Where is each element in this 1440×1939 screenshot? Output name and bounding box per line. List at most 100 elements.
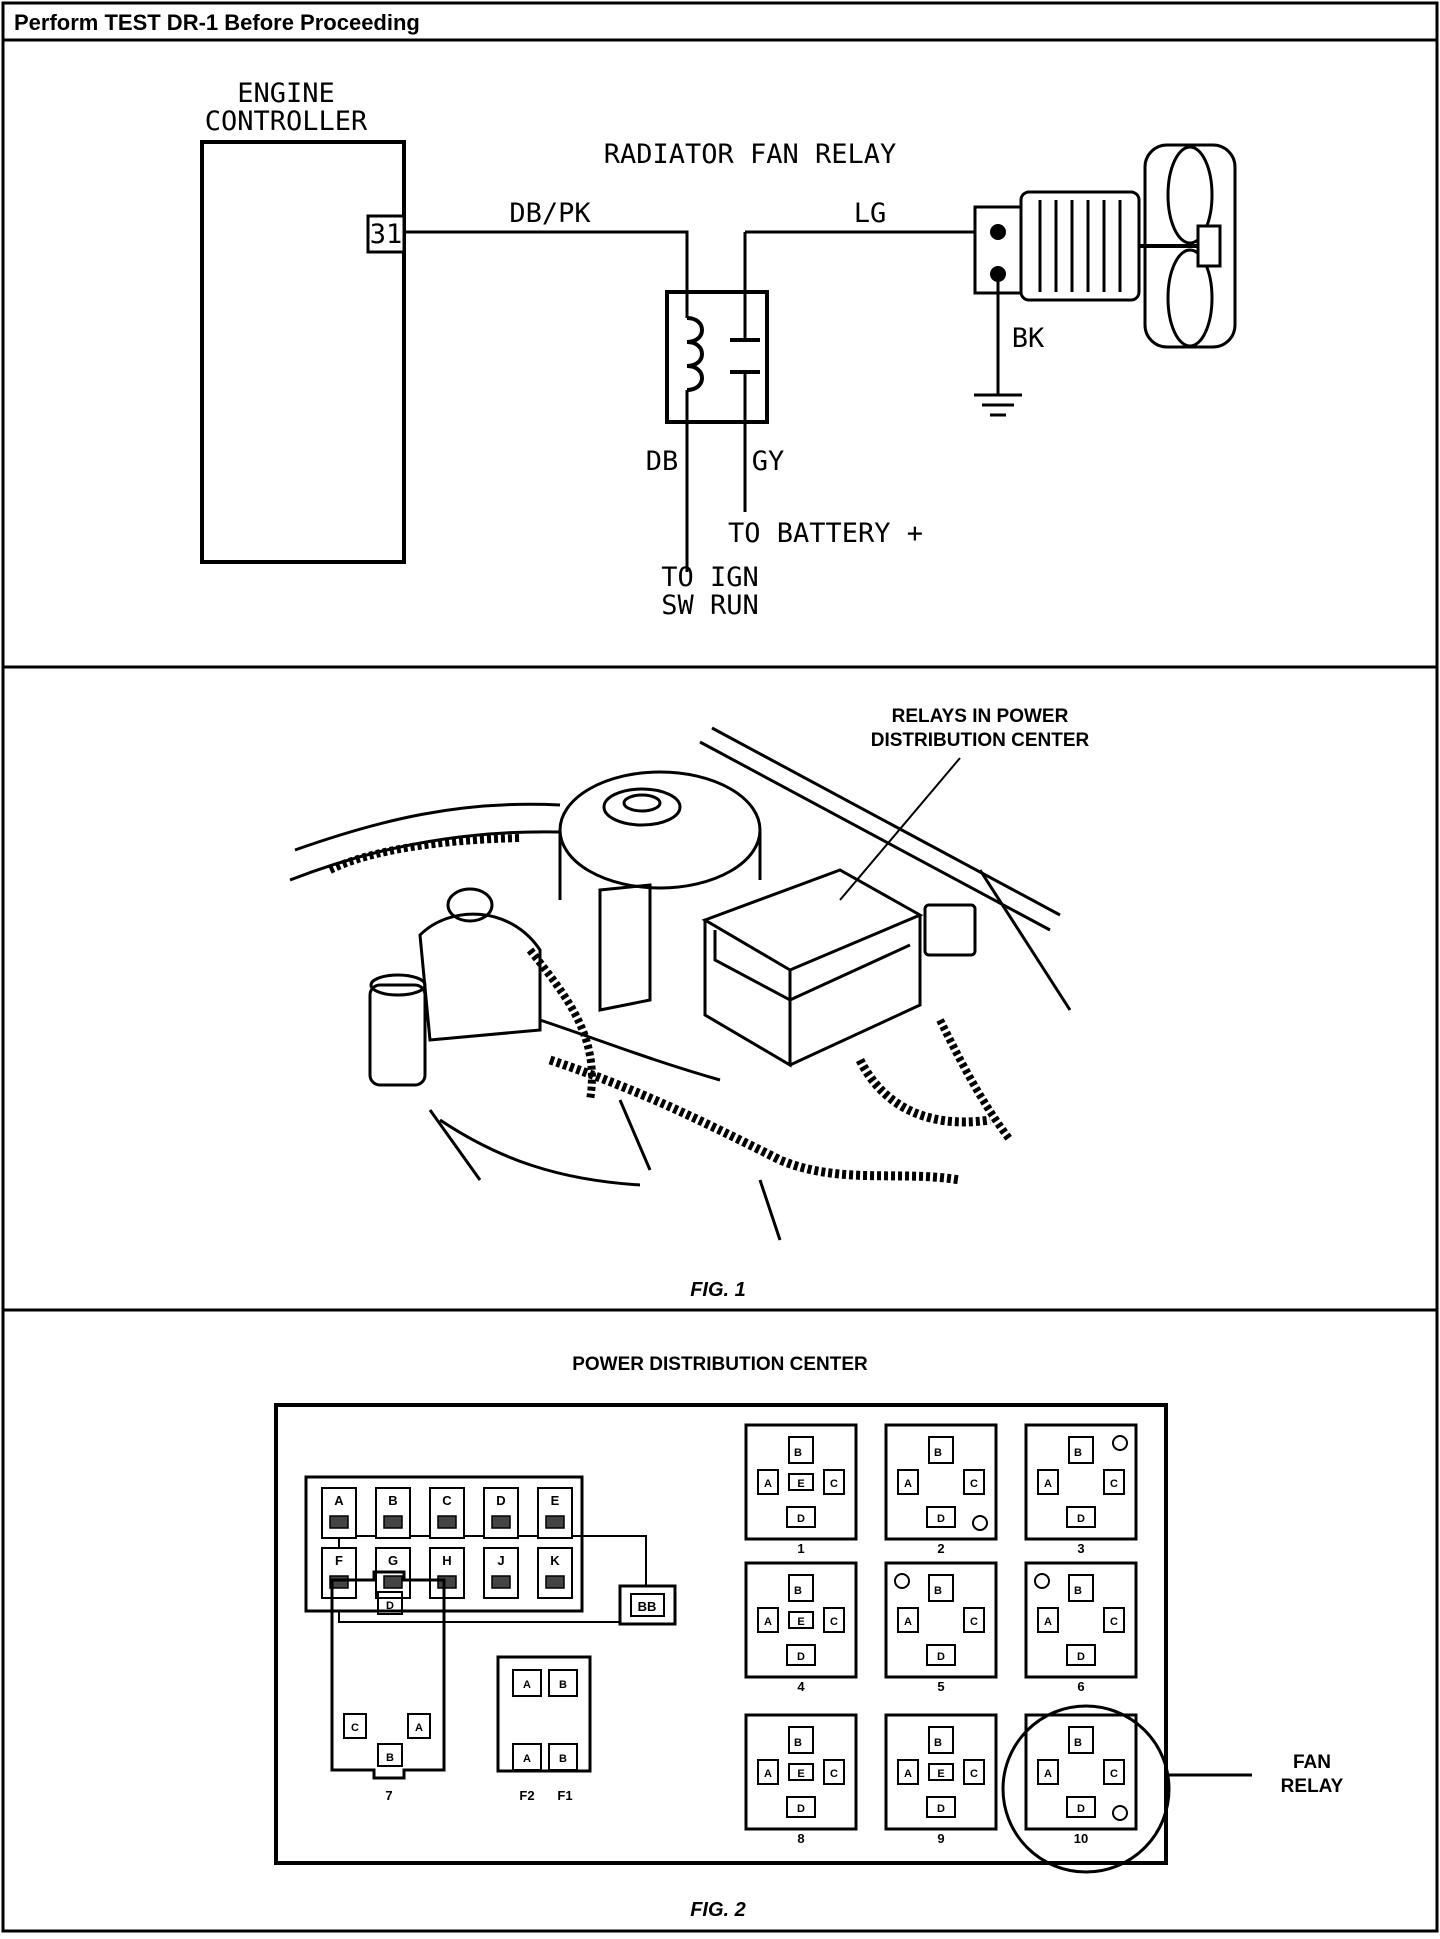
relay-socket-number: 10	[1074, 1831, 1088, 1846]
fan-blade-upper	[1166, 145, 1214, 245]
fig1-caption: FIG. 1	[690, 1279, 746, 1301]
relay-pin-b	[788, 1726, 814, 1754]
maxi-fuse-frame	[496, 1655, 592, 1773]
fuse-cell	[483, 1547, 519, 1599]
throttle-body	[598, 883, 652, 1012]
relay-pin-d	[1066, 1506, 1096, 1528]
relay-orientation-marker	[1112, 1805, 1128, 1821]
fan-relay-highlight-circle	[1001, 1704, 1171, 1874]
relay-pin-d	[786, 1644, 816, 1666]
power-distribution-center-box	[701, 868, 924, 1068]
fuse-cell-label: E	[551, 1493, 560, 1508]
fuse-cell	[429, 1547, 465, 1599]
relay-pin-c	[963, 1759, 985, 1785]
relay-socket-number: 8	[797, 1831, 804, 1846]
wire-lg-label: LG	[854, 198, 887, 229]
fig2-caption: FIG. 2	[690, 1899, 746, 1921]
relay-7-body	[330, 1570, 446, 1780]
relay-pin-a-label: A	[764, 1616, 772, 1628]
engine-controller-label-line2: CONTROLLER	[205, 106, 368, 137]
relay-pin-e-label: E	[797, 1478, 804, 1490]
relay-pin-b-label: B	[1074, 1585, 1082, 1597]
relay-pin-b	[788, 1436, 814, 1464]
fan-hub	[1196, 224, 1222, 268]
relay-pin-a-label: A	[764, 1478, 772, 1490]
f2-label: F2	[519, 1788, 534, 1803]
relay-pin-d-label: D	[937, 1513, 945, 1525]
pdc-title: POWER DISTRIBUTION CENTER	[572, 1354, 868, 1375]
relay-pin-e-label: E	[797, 1616, 804, 1628]
relay-socket-frame	[884, 1423, 998, 1541]
relay-pin-a-label: A	[1044, 1478, 1052, 1490]
relay-pin-b-label: B	[1074, 1737, 1082, 1749]
relay-pin-d	[1066, 1796, 1096, 1818]
header-title: Perform TEST DR-1 Before Proceeding	[14, 10, 420, 35]
fan-terminal-lower	[990, 266, 1006, 282]
relay-pin-c-label: C	[830, 1768, 838, 1780]
wiring-schematic: ENGINE CONTROLLER 31 RADIATOR FAN RELAY …	[200, 78, 1237, 621]
brake-booster	[418, 912, 542, 1042]
relay-pin-a	[757, 1607, 779, 1633]
fuse-terminal	[437, 1575, 457, 1589]
fuse-terminal	[491, 1515, 511, 1529]
reservoir-cap	[446, 887, 494, 923]
relay-pin-d	[926, 1506, 956, 1528]
relay-pin-d	[786, 1796, 816, 1818]
wire-db-label: DB	[646, 446, 679, 477]
relay-orientation-marker	[894, 1573, 910, 1589]
wire-bk-label: BK	[1012, 323, 1045, 354]
relay-7-pin-a	[407, 1713, 431, 1739]
fuse-terminal	[545, 1515, 565, 1529]
relay-title: RADIATOR FAN RELAY	[604, 139, 897, 170]
relay-pin-c-label: C	[970, 1478, 978, 1490]
motor-windings	[1038, 200, 1122, 292]
harness-lower-right	[936, 1018, 1014, 1143]
relay-socket-number: 2	[937, 1541, 944, 1556]
relay-pin-a-label: A	[764, 1768, 772, 1780]
wire-db-pk-label: DB/PK	[509, 198, 591, 229]
relay-7: D C A B 7	[330, 1570, 446, 1803]
relay-pin-b	[1068, 1574, 1094, 1602]
pin-31-label: 31	[370, 219, 403, 250]
fuse-cell-label: A	[334, 1493, 344, 1508]
to-ign-label-line1: TO IGN	[661, 562, 759, 593]
relay-orientation-marker	[1034, 1573, 1050, 1589]
relay-pin-e	[928, 1763, 954, 1781]
relay-pin-c-label: C	[970, 1768, 978, 1780]
maxi-fuse-f2-top	[512, 1669, 542, 1697]
relay-pin-c	[823, 1469, 845, 1495]
relay-pin-b-label: B	[934, 1737, 942, 1749]
fuse-terminal	[545, 1575, 565, 1589]
relay-socket-number: 4	[797, 1679, 805, 1694]
master-cylinder	[368, 983, 427, 1087]
relay-pin-a	[897, 1607, 919, 1633]
relay-pin-e	[788, 1473, 814, 1491]
relay-pin-a	[757, 1759, 779, 1785]
intake-hose	[539, 1018, 721, 1082]
fuse-terminal	[383, 1515, 403, 1529]
fuse-bus-bottom	[338, 1610, 620, 1623]
air-cleaner-nut	[602, 787, 682, 827]
relay-socket-frame	[744, 1561, 858, 1679]
relay-pin-c	[823, 1759, 845, 1785]
fuse-terminal	[437, 1515, 457, 1529]
harness-left	[328, 834, 521, 874]
relay-pin-a	[757, 1469, 779, 1495]
ground-icon	[974, 393, 1022, 417]
fan-terminal-upper	[990, 224, 1006, 240]
relay-socket-number: 6	[1077, 1679, 1084, 1694]
relay-pin-b	[928, 1436, 954, 1464]
relay-pin-b-label: B	[794, 1737, 802, 1749]
harness-main	[548, 1055, 961, 1185]
relay-socket-frame	[1024, 1713, 1138, 1831]
relay-7-pin-c-label: C	[351, 1722, 359, 1734]
